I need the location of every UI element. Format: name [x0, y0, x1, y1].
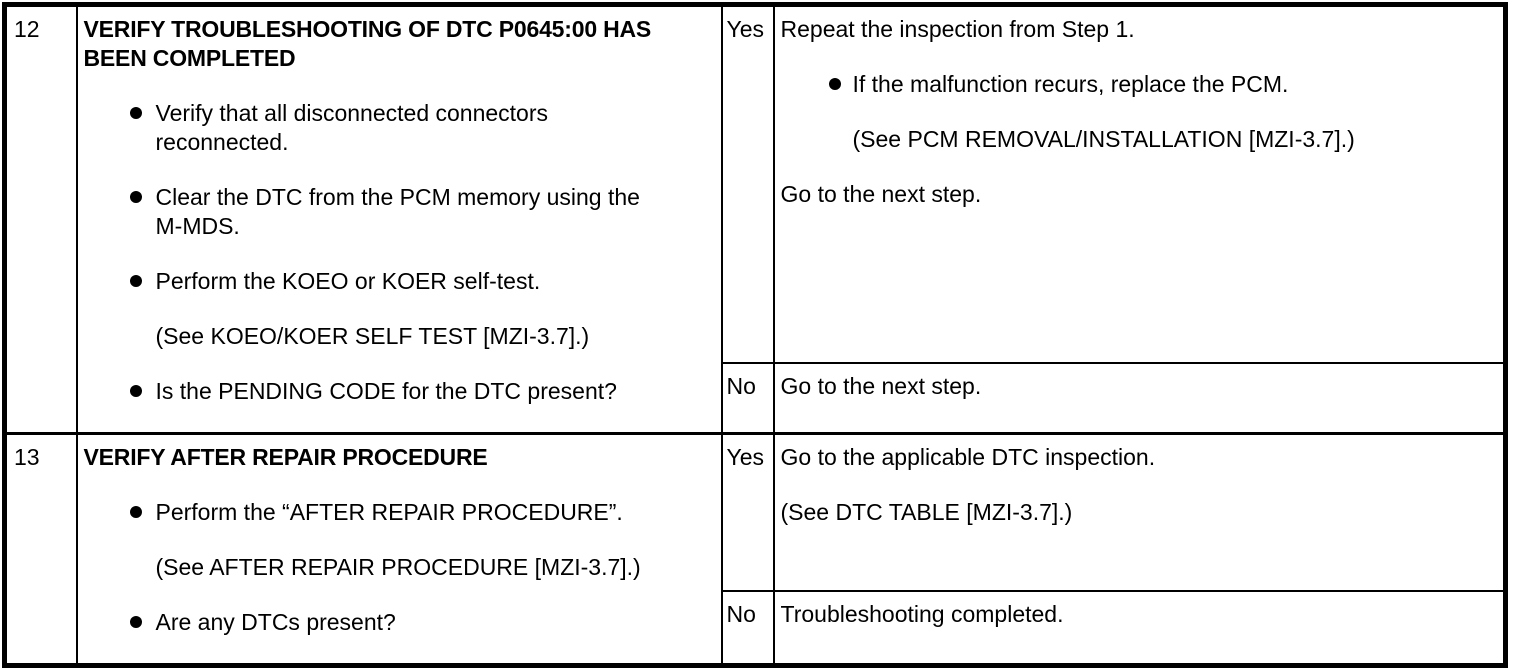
list-item-text: Perform the KOEO or KOER self-test.	[155, 268, 541, 294]
inspection-cell: VERIFY TROUBLESHOOTING OF DTC P0645:00 H…	[75, 3, 723, 435]
list-item: If the malfunction recurs, replace the P…	[781, 70, 1500, 99]
list-item: Verify that all disconnected connectors …	[84, 99, 717, 157]
action-text: Go to the next step.	[780, 373, 982, 400]
inspection-cell: VERIFY AFTER REPAIR PROCEDURE Perform th…	[75, 432, 723, 667]
action-text: Go to the next step.	[780, 181, 982, 207]
step-number-cell: 12	[3, 3, 78, 435]
bullet-icon	[129, 107, 142, 119]
note-text: (See PCM REMOVAL/INSTALLATION [MZI-3.7].…	[852, 126, 1355, 152]
no-label-cell: No	[720, 589, 775, 667]
step-row-12-yes: 12 VERIFY TROUBLESHOOTING OF DTC P0645:0…	[3, 3, 1507, 435]
note-text: (See DTC TABLE [MZI-3.7].)	[780, 499, 1073, 525]
see-reference-note: (See DTC TABLE [MZI-3.7].)	[781, 498, 1500, 527]
step-row-13-yes: 13 VERIFY AFTER REPAIR PROCEDURE Perform…	[3, 431, 1507, 667]
list-item-text: Are any DTCs present?	[155, 609, 396, 635]
list-item: Perform the “AFTER REPAIR PROCEDURE”.	[84, 498, 717, 527]
see-reference-note: (See AFTER REPAIR PROCEDURE [MZI-3.7].)	[84, 553, 717, 582]
inspection-title: VERIFY TROUBLESHOOTING OF DTC P0645:00 H…	[83, 16, 652, 71]
action-text: Go to the applicable DTC inspection.	[780, 444, 1156, 470]
bullet-icon	[129, 191, 142, 203]
step-row-12-no: No Go to the next step.	[5, 362, 1507, 435]
action-item: Go to the applicable DTC inspection.	[781, 443, 1500, 472]
see-reference-note: (See PCM REMOVAL/INSTALLATION [MZI-3.7].…	[781, 125, 1500, 154]
bullet-icon	[129, 275, 142, 287]
list-item: Perform the KOEO or KOER self-test.	[84, 267, 717, 296]
list-item-text: Verify that all disconnected connectors …	[155, 100, 549, 155]
no-label: No	[726, 373, 756, 400]
step-number: 12	[14, 16, 40, 42]
action-item: Troubleshooting completed.	[781, 600, 1500, 629]
bullet-icon	[129, 616, 142, 628]
action-item: Go to the next step.	[781, 180, 1500, 209]
note-text: (See KOEO/KOER SELF TEST [MZI-3.7].)	[155, 323, 590, 349]
bullet-icon	[828, 78, 841, 90]
no-label-cell: No	[720, 362, 775, 435]
inspection-title: VERIFY AFTER REPAIR PROCEDURE	[83, 444, 488, 470]
list-item: Clear the DTC from the PCM memory using …	[84, 183, 717, 241]
list-item-text: If the malfunction recurs, replace the P…	[852, 71, 1289, 97]
list-item: Are any DTCs present?	[84, 608, 717, 637]
list-item-text: Is the PENDING CODE for the DTC present?	[155, 378, 617, 404]
note-text: (See AFTER REPAIR PROCEDURE [MZI-3.7].)	[155, 554, 641, 580]
yes-label-cell: Yes	[720, 3, 775, 365]
action-item: Go to the next step.	[781, 372, 1500, 401]
action-text: Repeat the inspection from Step 1.	[780, 16, 1135, 42]
yes-label: Yes	[726, 444, 765, 470]
no-action-cell: Troubleshooting completed.	[772, 589, 1507, 667]
no-label: No	[726, 600, 756, 627]
yes-action-cell: Go to the applicable DTC inspection. (Se…	[772, 431, 1507, 592]
no-action-cell: Go to the next step.	[772, 362, 1507, 435]
see-reference-note: (See KOEO/KOER SELF TEST [MZI-3.7].)	[84, 322, 717, 351]
bullet-icon	[129, 506, 142, 518]
yes-label: Yes	[726, 16, 765, 42]
yes-label-cell: Yes	[720, 431, 775, 592]
yes-action-cell: Repeat the inspection from Step 1. If th…	[772, 3, 1507, 365]
action-item: Repeat the inspection from Step 1.	[781, 15, 1500, 44]
list-item-text: Clear the DTC from the PCM memory using …	[155, 184, 640, 239]
step-number: 13	[14, 444, 40, 470]
list-item-text: Perform the “AFTER REPAIR PROCEDURE”.	[155, 499, 623, 525]
bullet-icon	[129, 385, 142, 397]
list-item: Is the PENDING CODE for the DTC present?	[84, 377, 717, 406]
step-number-cell: 13	[3, 432, 78, 667]
action-text: Troubleshooting completed.	[780, 600, 1064, 627]
